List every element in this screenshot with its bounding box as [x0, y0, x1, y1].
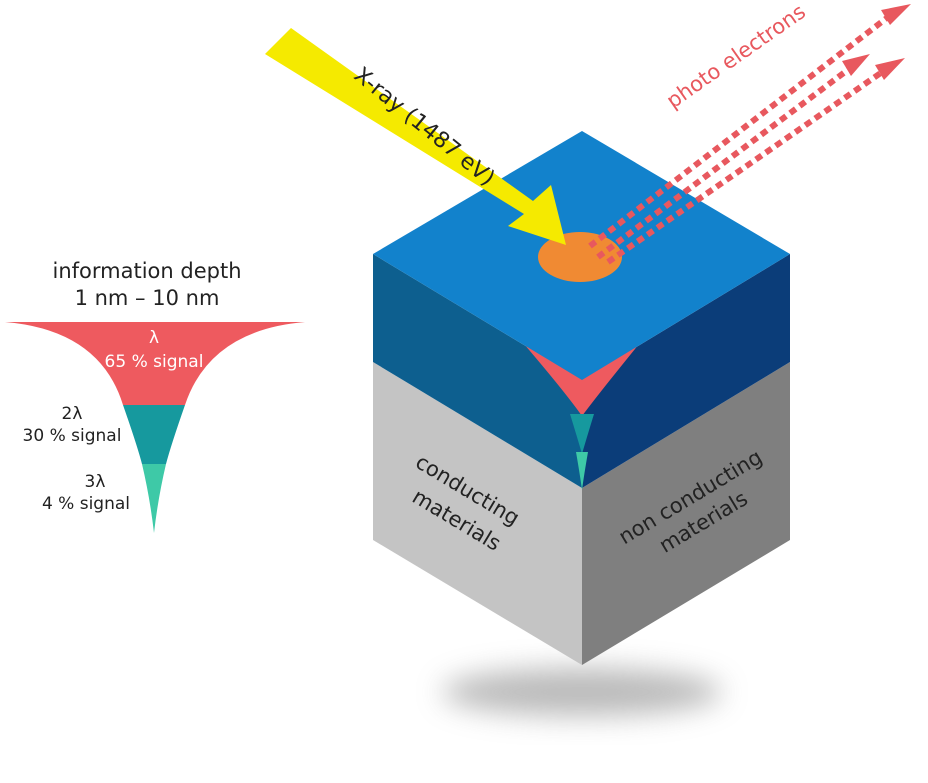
cube-shadow: [442, 668, 722, 716]
info-depth-range: 1 nm – 10 nm: [75, 286, 220, 310]
xray-beam-arrow: [265, 28, 566, 245]
left-face-conducting: [373, 362, 582, 665]
right-face-top-layer: [582, 254, 790, 488]
depth-funnel-red: [5, 322, 305, 405]
xray-label: X-ray (1487 eV): [349, 63, 499, 191]
signal-30-label: 30 % signal: [23, 426, 122, 446]
electron-arrow-2: [596, 63, 855, 260]
electron-arrow-3: [606, 67, 887, 265]
signal-65-label: 65 % signal: [105, 352, 204, 372]
left-face-top-layer: [373, 254, 582, 488]
electron-arrow-1: [588, 11, 894, 249]
electron-arrowhead-2: [842, 54, 870, 76]
lambda-2-label: 2λ: [62, 404, 83, 424]
depth-funnel-teal: [123, 405, 185, 464]
electron-arrowhead-1: [881, 4, 911, 25]
cube-depth-cusp-teal: [570, 414, 594, 454]
info-depth-title: information depth: [53, 259, 242, 283]
xray-spot: [538, 232, 622, 282]
photo-electrons-label: photo electrons: [662, 0, 810, 113]
photo-electron-arrows: [588, 4, 911, 265]
signal-4-label: 4 % signal: [42, 494, 130, 514]
depth-funnel-mint: [142, 464, 166, 533]
lambda-1-label: λ: [149, 328, 159, 348]
right-face-non-conducting: [582, 362, 790, 665]
cube-depth-cusp-mint: [576, 452, 588, 490]
electron-arrowhead-3: [875, 58, 905, 80]
lambda-3-label: 3λ: [85, 472, 106, 492]
